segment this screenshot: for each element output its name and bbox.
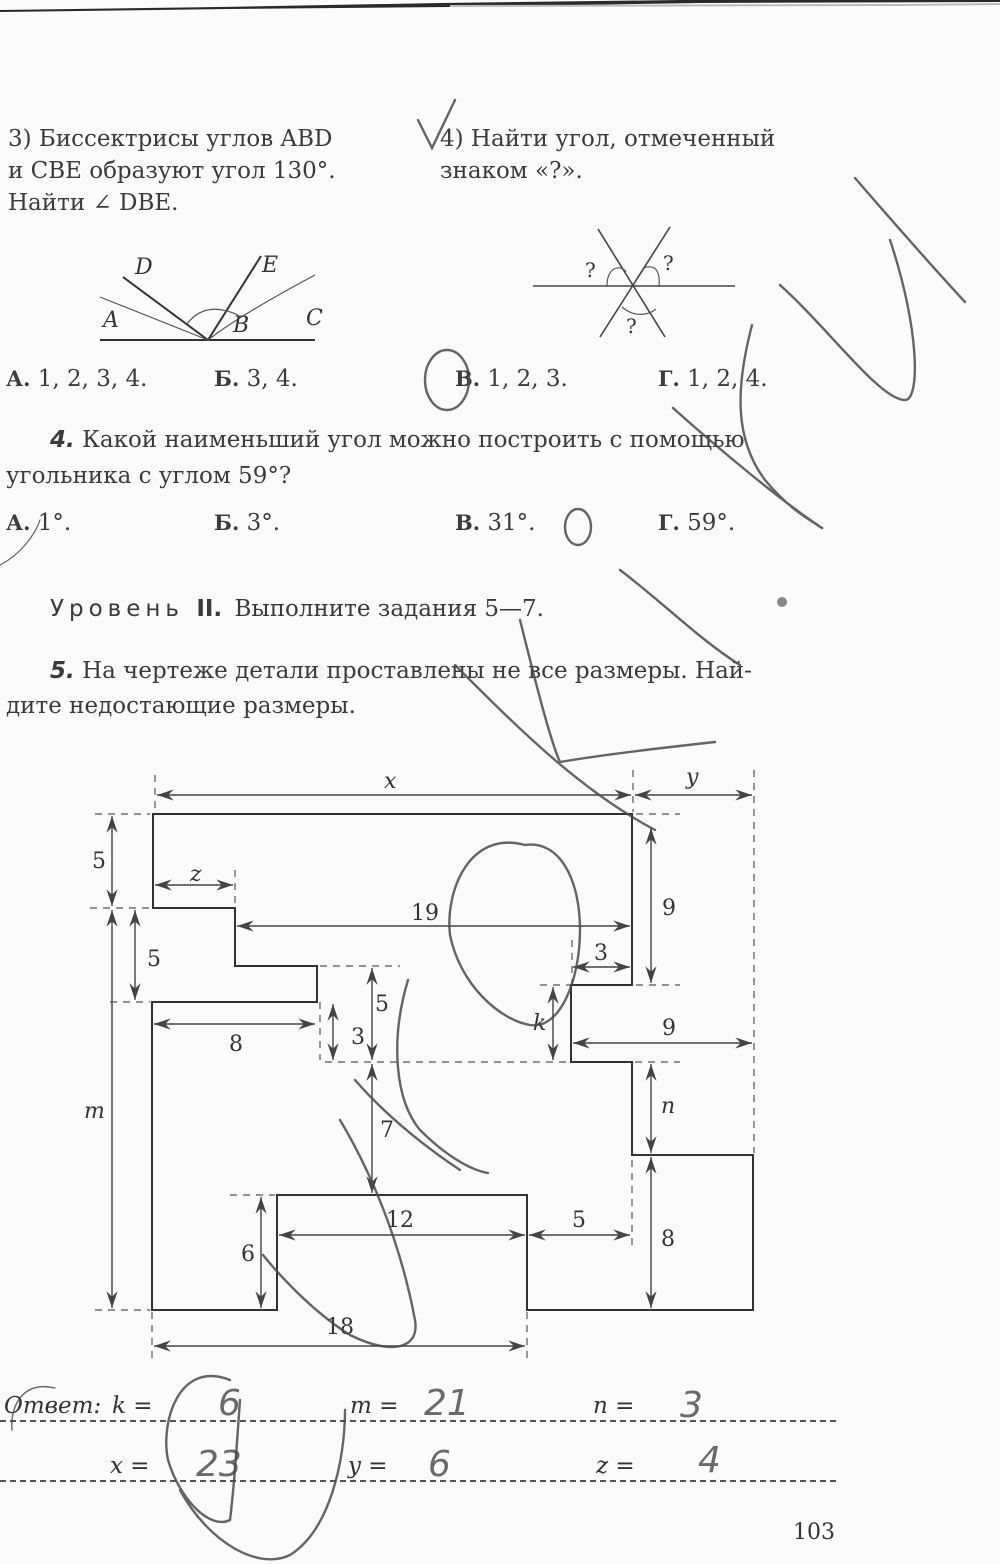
dim-7: 7 [380,1118,394,1143]
dim-5-bottom: 5 [572,1208,586,1233]
option-text: 1, 2, 3, 4. [37,366,148,392]
task3-line3: Найти ∠ DBE. [8,190,179,216]
label-e: E [261,253,278,278]
dim-mid-5: 5 [375,992,389,1017]
mark-left: ? [585,258,596,282]
question4-line1: 4. Какой наименьший угол можно построить… [50,424,745,456]
dim-6: 6 [241,1242,255,1267]
mark-bottom: ? [626,314,637,338]
extension-lines [90,770,755,1360]
answer-k-value[interactable]: 6 [218,1383,241,1424]
dim-m: m [84,1099,105,1124]
angle-figure-abd: D E A B C [99,253,323,341]
option-text: 31°. [487,510,536,536]
answer-x-value[interactable]: 23 [196,1444,242,1485]
dim-12: 12 [386,1208,414,1233]
dimension-lines [106,789,752,1352]
dim-k: k [533,1011,546,1036]
q3-option-b[interactable]: Б. 3, 4. [214,366,298,392]
answer-line-2 [0,1480,836,1482]
q3-option-v[interactable]: В. 1, 2, 3. [455,366,568,392]
answer-n-value[interactable]: 3 [680,1385,703,1426]
option-letter: В. [455,510,481,535]
answer-k-label: k = [112,1393,153,1419]
option-letter: А. [6,366,31,391]
answer-z-label: z = [596,1453,635,1479]
answer-y-value[interactable]: 6 [428,1444,451,1485]
answer-z-value[interactable]: 4 [698,1440,721,1481]
dim-18: 18 [326,1315,354,1340]
answer-label: Ответ: [4,1393,102,1419]
option-letter: Б. [214,510,240,535]
option-text: 3, 4. [246,366,298,392]
task4-text-1: Найти угол, отмеченный [470,126,776,152]
label-c: C [306,306,323,331]
dim-8-right: 8 [661,1227,675,1252]
answer-y-label: y = [348,1453,388,1479]
page-number: 103 [793,1520,835,1545]
option-text: 1, 2, 3. [487,366,568,392]
dim-9-right: 9 [662,896,676,921]
task4-line2: знаком «?». [440,158,583,184]
task3-line1: 3) Биссектрисы углов ABD [8,123,332,155]
question5-line2: дите недостающие размеры. [6,693,356,719]
task3-number: 3) [8,126,32,152]
dim-top-left-5: 5 [92,849,106,874]
answer-m-value[interactable]: 21 [424,1383,470,1424]
option-text: 3°. [246,510,281,536]
question5-number: 5. [50,658,75,684]
q3-option-a[interactable]: А. 1, 2, 3, 4. [6,366,147,392]
answer-n-label: n = [593,1393,635,1419]
scan-top-edge [0,0,1000,12]
answer-m-label: m = [350,1393,399,1419]
level-text: Выполните задания 5—7. [234,596,544,622]
mark-right: ? [663,251,674,275]
answer-x-label: x = [110,1453,150,1479]
dim-9-horizontal: 9 [662,1016,676,1041]
dim-n: n [661,1094,675,1119]
label-b: B [232,313,249,338]
question4-line2: угольника с углом 59°? [6,463,292,489]
task3-text-1: Биссектрисы углов ABD [38,126,333,152]
dim-19: 19 [411,901,439,926]
question4-text-1: Какой наименьший угол можно построить с … [82,427,745,453]
option-letter: Г. [658,366,680,391]
label-d: D [134,255,153,280]
dim-3-right: 3 [594,941,608,966]
level-roman: II. [196,596,223,622]
question4-number: 4. [50,427,75,453]
dim-x: x [384,769,397,794]
option-letter: Б. [214,366,240,391]
dim-mid-3: 3 [351,1025,365,1050]
label-a: A [101,308,119,333]
dim-z: z [189,862,202,887]
dim-left-5: 5 [147,947,161,972]
intersecting-lines-figure: ? ? ? [533,226,735,338]
dim-y: y [685,765,699,790]
q4-option-v[interactable]: В. 31°. [455,510,535,536]
part-drawing: x y 5 z 5 19 9 3 5 3 8 k 9 m n 7 12 5 8 … [84,765,755,1360]
task3-line2: и CBE образуют угол 130°. [8,158,336,184]
level-heading: Уровень II. Выполните задания 5—7. [50,596,544,622]
q4-option-b[interactable]: Б. 3°. [214,510,280,536]
answer-line-1 [0,1420,836,1422]
option-text: 1°. [37,510,72,536]
level-label: Уровень [50,596,184,622]
dim-8-left: 8 [229,1032,243,1057]
